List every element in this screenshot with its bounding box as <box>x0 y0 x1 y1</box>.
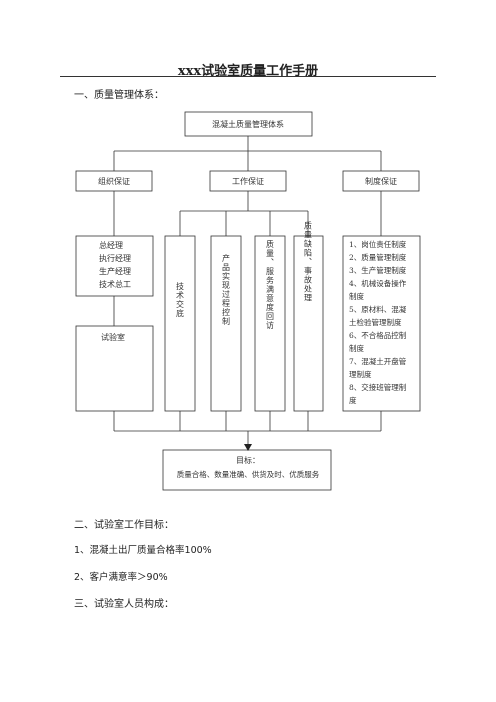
work-item-box-4 <box>293 235 324 412</box>
goal-text: 质量合格、数量准确、供货及时、优质服务 <box>177 469 320 479</box>
goal-label: 目标： <box>236 455 260 465</box>
goal-box <box>162 449 332 491</box>
system-items-box <box>342 235 421 412</box>
org-role-3: 生产经理 <box>99 266 131 276</box>
root-label: 混凝土质量管理体系 <box>212 119 284 129</box>
org-roles-box <box>75 235 154 297</box>
section-1-heading: 一、质量管理体系： <box>74 90 164 101</box>
system-item-line-1: 1、岗位责任制度 <box>349 239 407 249</box>
system-item-line-3: 3、生产管理制度 <box>349 265 407 275</box>
system-item-line-9: 制度 <box>349 343 364 353</box>
system-item-line-13: 度 <box>349 395 357 405</box>
system-item-line-5: 制度 <box>349 291 364 301</box>
system-item-line-12: 8、交接班管理制 <box>349 382 406 392</box>
branch-system-label: 制度保证 <box>365 176 397 186</box>
system-item-line-8: 6、不合格品控制 <box>349 330 406 340</box>
lab-label: 试验室 <box>101 332 125 342</box>
system-item-line-7: 土检验管理制度 <box>349 317 402 327</box>
work-item-1-label: 技术交底 <box>176 281 185 318</box>
section-2-heading: 二、试验室工作目标： <box>74 520 174 531</box>
root-box <box>184 111 313 137</box>
goal-item-1: 1、混凝土出厂质量合格率100% <box>74 545 212 556</box>
work-item-4-label: 质量缺陷、事故处理 <box>304 221 313 303</box>
system-item-line-6: 5、原材料、混凝 <box>349 304 407 314</box>
goal-item-2: 2、客户满意率＞90% <box>74 572 168 583</box>
system-item-line-11: 理制度 <box>349 369 372 379</box>
document-title: xxx试验室质量工作手册 <box>177 64 319 79</box>
branch-work-label: 工作保证 <box>232 176 264 186</box>
branch-org-label: 组织保证 <box>98 176 130 186</box>
section-3-heading: 三、试验室人员构成： <box>74 599 174 610</box>
work-item-box-1 <box>164 235 196 412</box>
system-item-line-2: 2、质量管理制度 <box>349 252 407 262</box>
org-role-4: 技术总工 <box>99 279 131 289</box>
system-item-line-4: 4、机械设备操作 <box>349 278 407 288</box>
title-underline <box>60 76 436 77</box>
org-role-2: 执行经理 <box>99 253 131 263</box>
lab-box <box>75 325 154 412</box>
org-role-1: 总经理 <box>99 240 123 250</box>
arrow-down-icon <box>244 444 252 451</box>
work-item-3-label: 质量、服务满意度回访 <box>266 239 275 330</box>
system-item-line-10: 7、混凝土开盘管 <box>349 356 407 366</box>
work-item-2-label: 产品实现过程控制 <box>222 253 231 326</box>
